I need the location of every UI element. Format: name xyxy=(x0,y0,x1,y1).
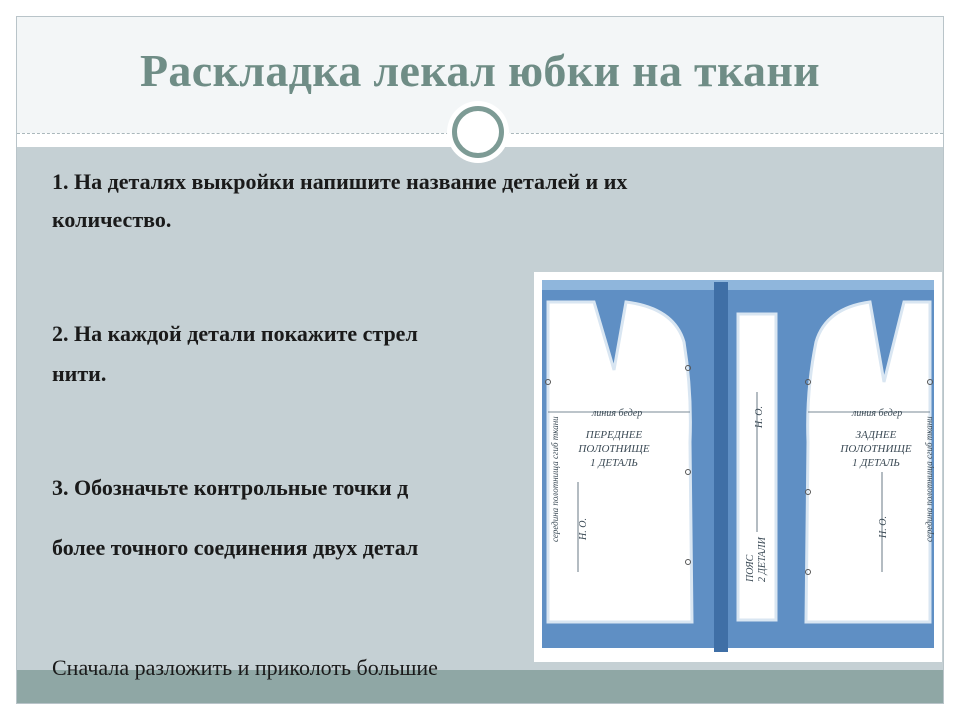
item-1-line-2: количество. xyxy=(52,207,172,232)
slide-title: Раскладка лекал юбки на ткани xyxy=(140,45,820,96)
front-hip-label: линия бедер xyxy=(591,408,642,419)
item-2-line-1: 2. На каждой детали покажите стрел xyxy=(52,321,418,346)
item-2-line-2: нити. xyxy=(52,361,107,386)
back-label-line-1: ЗАДНЕЕ xyxy=(856,429,897,441)
item-3-line-1: 3. Обозначьте контрольные точки д xyxy=(52,475,409,500)
belt-label-line-2: 2 ДЕТАЛИ xyxy=(757,536,768,582)
fabric-top-edge xyxy=(542,280,934,290)
notch-mark xyxy=(805,379,811,385)
notch-mark xyxy=(927,379,933,385)
front-side-label: середина полотнища сгиб ткани xyxy=(550,416,560,542)
note-text: Сначала разложить и приколоть большие xyxy=(52,655,438,680)
item-3-line-2: более точного соединения двух детал xyxy=(52,535,419,560)
fabric-fold xyxy=(714,282,728,652)
front-label-line-3: 1 ДЕТАЛЬ xyxy=(590,457,638,469)
notch-mark xyxy=(685,469,691,475)
notch-mark xyxy=(685,559,691,565)
back-hip-label: линия бедер xyxy=(851,408,902,419)
back-label-line-2: ПОЛОТНИЩЕ xyxy=(839,443,911,455)
pattern-layout-drawing: линия бедер линия бедер ПЕРЕДНЕЕ ПОЛОТНИ… xyxy=(542,280,934,652)
pattern-layout-image: линия бедер линия бедер ПЕРЕДНЕЕ ПОЛОТНИ… xyxy=(534,272,942,662)
back-grain-label: Н. О. xyxy=(878,516,889,539)
front-grain-label: Н. О. xyxy=(578,518,589,541)
notch-mark xyxy=(805,569,811,575)
bottom-band xyxy=(17,670,943,703)
back-side-label: середина полотнища сгиб ткани xyxy=(924,416,934,542)
front-label-line-2: ПОЛОТНИЩЕ xyxy=(577,443,649,455)
notch-mark xyxy=(805,489,811,495)
item-1-line-1: 1. На деталях выкройки напишите название… xyxy=(52,169,628,194)
notch-mark xyxy=(685,365,691,371)
front-panel-piece xyxy=(546,300,694,624)
front-label-line-1: ПЕРЕДНЕЕ xyxy=(585,429,643,441)
back-panel-piece xyxy=(804,300,932,624)
belt-grain-label: Н. О. xyxy=(754,406,765,429)
notch-mark xyxy=(545,379,551,385)
circle-ornament xyxy=(452,106,504,158)
back-label-line-3: 1 ДЕТАЛЬ xyxy=(852,457,900,469)
belt-label-line-1: ПОЯС xyxy=(745,554,756,583)
